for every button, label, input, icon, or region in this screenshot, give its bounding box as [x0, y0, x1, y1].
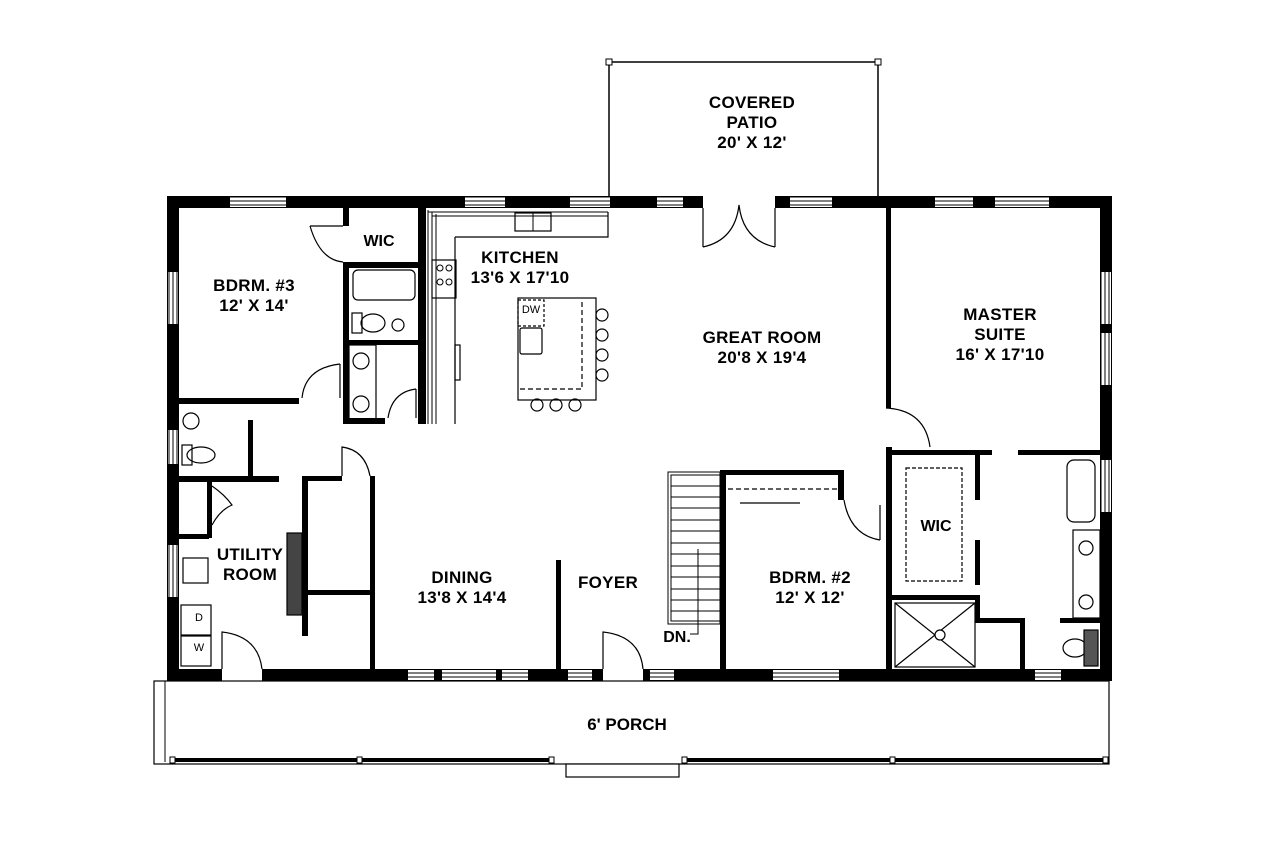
wic-bedroom3-label: WIC — [363, 233, 394, 252]
exterior-walls — [167, 196, 1112, 681]
dryer-label: D — [195, 612, 203, 624]
dining-dimensions: 13'8 X 14'4 — [417, 588, 507, 608]
washer-label: W — [193, 642, 205, 654]
door-swings — [211, 225, 931, 670]
kitchen-island — [517, 297, 609, 412]
master-suite-label: MASTER SUITE 16' X 17'10 — [956, 305, 1045, 365]
dining-name: DINING — [431, 568, 493, 587]
stairs — [667, 471, 721, 635]
utility-room-name-1: UTILITY — [216, 545, 284, 564]
interior-walls — [179, 208, 1100, 669]
covered-patio-dimensions: 20' X 12' — [717, 133, 787, 153]
utility-room-label: UTILITY ROOM — [217, 545, 283, 585]
foyer-label: FOYER — [578, 573, 638, 593]
windows-right — [1101, 272, 1111, 512]
porch-label: 6' PORCH — [587, 715, 667, 735]
hall-bath-fixtures — [181, 269, 416, 466]
covered-patio-name-2: PATIO — [726, 113, 778, 133]
foyer-name: FOYER — [577, 573, 639, 592]
dining-label: DINING 13'8 X 14'4 — [418, 568, 507, 608]
great-room-dimensions: 20'8 X 19'4 — [717, 348, 807, 368]
great-room-label: GREAT ROOM 20'8 X 19'4 — [703, 328, 822, 368]
bedroom2-dimensions: 12' X 12' — [775, 588, 845, 608]
master-bath-fixtures — [894, 459, 1101, 668]
utility-fixtures — [180, 532, 303, 667]
master-suite-name-2: SUITE — [974, 325, 1026, 345]
kitchen-dimensions: 13'6 X 17'10 — [470, 268, 570, 288]
windows-bottom — [222, 669, 1061, 681]
bedroom2-label: BDRM. #2 12' X 12' — [769, 568, 851, 608]
wic-bedroom3-name: WIC — [363, 233, 395, 250]
kitchen-label: KITCHEN 13'6 X 17'10 — [471, 248, 570, 288]
windows-top — [230, 196, 1049, 248]
bedroom3-dimensions: 12' X 14' — [219, 296, 289, 316]
kitchen-name: KITCHEN — [481, 248, 559, 267]
bedroom2-name: BDRM. #2 — [769, 568, 851, 587]
kitchen-counters — [427, 210, 609, 424]
utility-room-name-2: ROOM — [222, 565, 278, 585]
great-room-name: GREAT ROOM — [702, 328, 822, 347]
porch-outline — [153, 680, 1110, 778]
bedroom2-closet — [728, 488, 838, 504]
covered-patio-name-1: COVERED — [708, 93, 796, 112]
covered-patio-label: COVERED PATIO 20' X 12' — [709, 93, 795, 153]
master-suite-name-1: MASTER — [963, 305, 1037, 324]
wic-master-label: WIC — [920, 518, 951, 537]
stairs-down-label: DN. — [663, 629, 691, 648]
windows-left — [168, 272, 178, 597]
porch-name: 6' PORCH — [587, 715, 667, 734]
bedroom3-name: BDRM. #3 — [213, 276, 295, 295]
dishwasher-label: DW — [521, 304, 541, 316]
stairs-down-text: DN. — [663, 629, 691, 646]
bedroom3-label: BDRM. #3 12' X 14' — [213, 276, 295, 316]
master-suite-dimensions: 16' X 17'10 — [955, 345, 1045, 365]
wic-master-name: WIC — [920, 518, 952, 535]
